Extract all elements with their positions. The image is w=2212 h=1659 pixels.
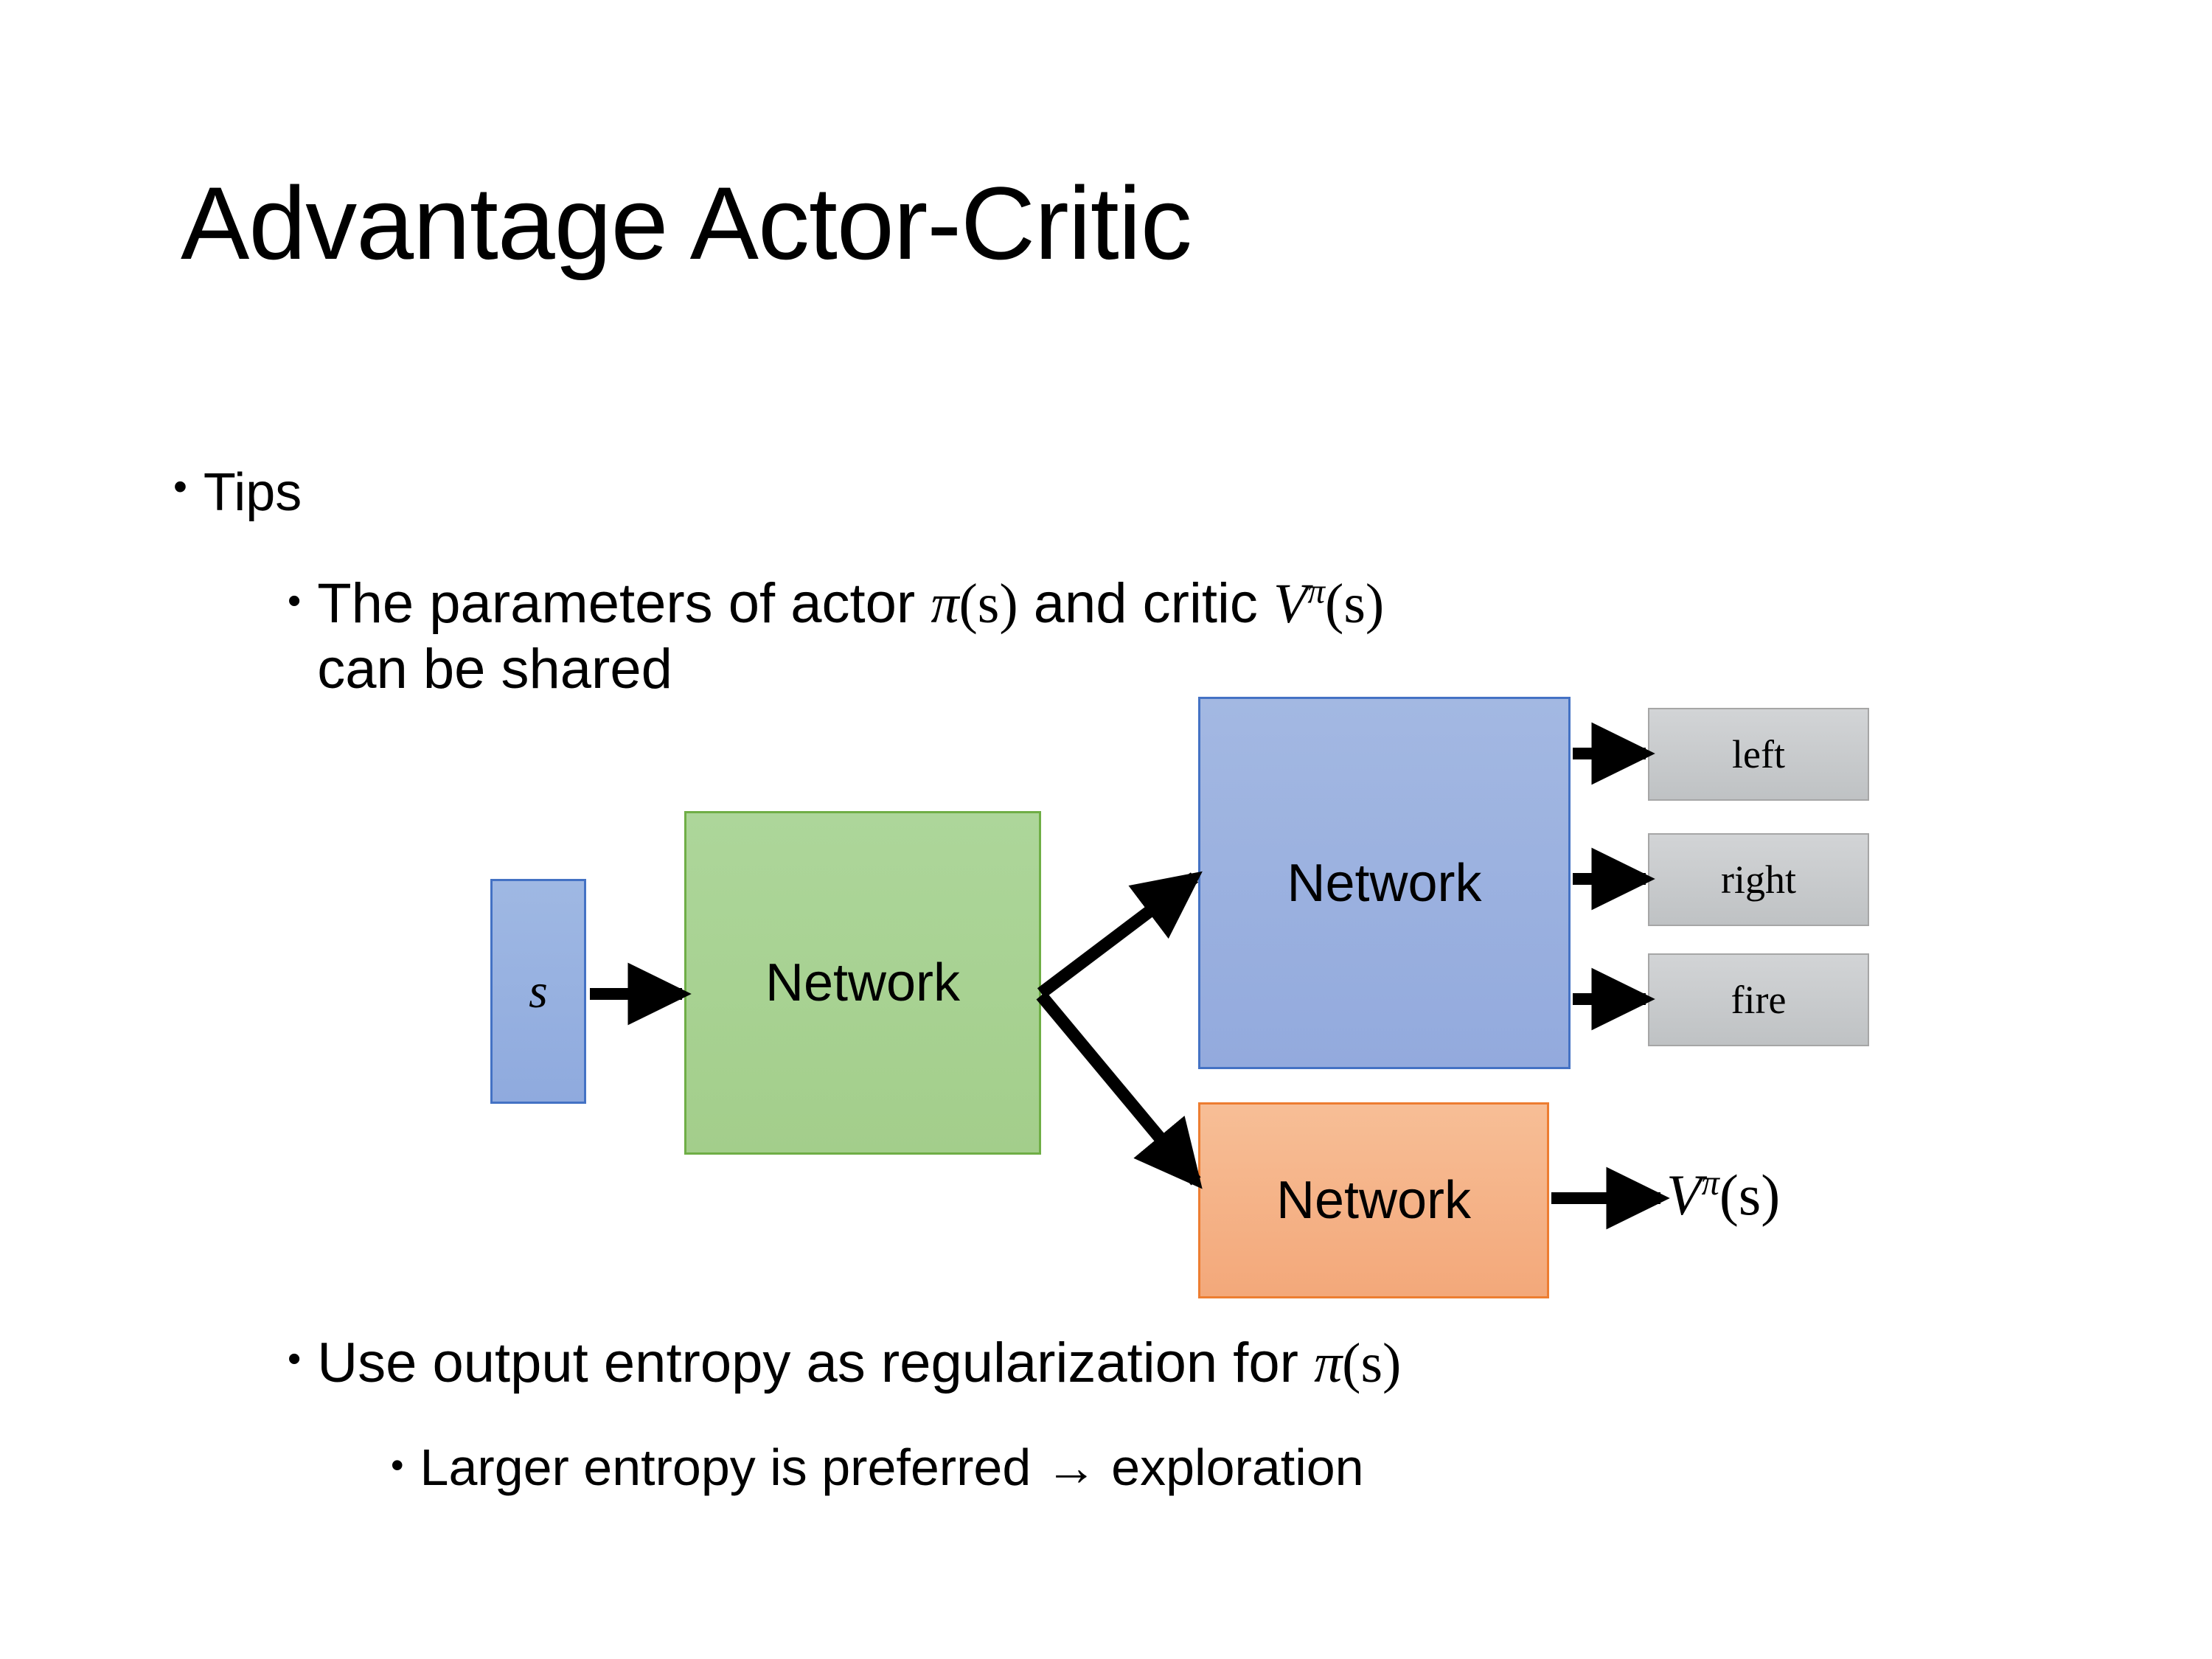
- diagram-shared-network-box: Network: [684, 811, 1041, 1155]
- diagram-value-output-label: Vπ(s): [1666, 1161, 1780, 1228]
- diagram-action-box-right: right: [1648, 833, 1869, 926]
- critic-network-label: Network: [1276, 1171, 1472, 1230]
- bullet-marker-icon: •: [173, 465, 187, 509]
- math-v-value: V: [1666, 1163, 1702, 1227]
- text-fragment-can-be-shared: can be shared: [317, 637, 672, 700]
- math-pi-actor: π: [931, 573, 959, 635]
- math-v-critic-superscript: π: [1307, 572, 1326, 611]
- text-fragment-actor-prefix: The parameters of actor: [317, 572, 931, 635]
- diagram-actor-network-box: Network: [1198, 697, 1571, 1069]
- input-box-label: s: [529, 964, 548, 1018]
- bullet-larger-entropy-label: Larger entropy is preferred → exploratio…: [420, 1439, 1364, 1496]
- math-v-critic-args: (s): [1325, 573, 1385, 635]
- page-title: Advantage Actor-Critic: [181, 165, 1192, 281]
- diagram-input-box-s: s: [490, 879, 586, 1104]
- bullet-tips-label: Tips: [203, 463, 302, 522]
- diagram-action-box-fire: fire: [1648, 953, 1869, 1046]
- math-pi-entropy: π: [1314, 1332, 1343, 1394]
- diagram-action-box-left: left: [1648, 708, 1869, 801]
- math-v-value-args: (s): [1719, 1163, 1781, 1227]
- action-label-left: left: [1732, 732, 1785, 776]
- math-v-value-superscript: π: [1701, 1164, 1719, 1203]
- bullet-entropy-regularization: • Use output entropy as regularization f…: [288, 1331, 2057, 1397]
- bullet-entropy-text: Use output entropy as regularization for…: [317, 1331, 1401, 1397]
- text-fragment-and-critic: and critic: [1018, 572, 1273, 635]
- action-label-right: right: [1721, 858, 1796, 902]
- bullet-marker-icon: •: [288, 1338, 302, 1380]
- bullet-marker-icon: •: [391, 1444, 404, 1486]
- diagram-critic-network-box: Network: [1198, 1102, 1549, 1298]
- math-v-critic: V: [1273, 573, 1308, 635]
- bullet-shared-parameters: • The parameters of actor π(s) and criti…: [288, 571, 2042, 703]
- actor-network-label: Network: [1287, 853, 1482, 913]
- math-pi-actor-args: (s): [959, 573, 1018, 635]
- arrow-shared-to-critic-network: [1036, 991, 1203, 1189]
- bullet-shared-parameters-text: The parameters of actor π(s) and critic …: [317, 571, 1384, 703]
- bullet-marker-icon: •: [288, 580, 302, 622]
- bullet-larger-entropy: • Larger entropy is preferred → explorat…: [391, 1438, 2087, 1498]
- shared-network-label: Network: [765, 953, 961, 1012]
- arrow-shared-to-actor-network: [1037, 871, 1203, 998]
- action-label-fire: fire: [1731, 978, 1787, 1022]
- bullet-tips: • Tips: [173, 461, 302, 524]
- text-fragment-entropy-prefix: Use output entropy as regularization for: [317, 1332, 1315, 1394]
- math-pi-entropy-args: (s): [1342, 1332, 1402, 1394]
